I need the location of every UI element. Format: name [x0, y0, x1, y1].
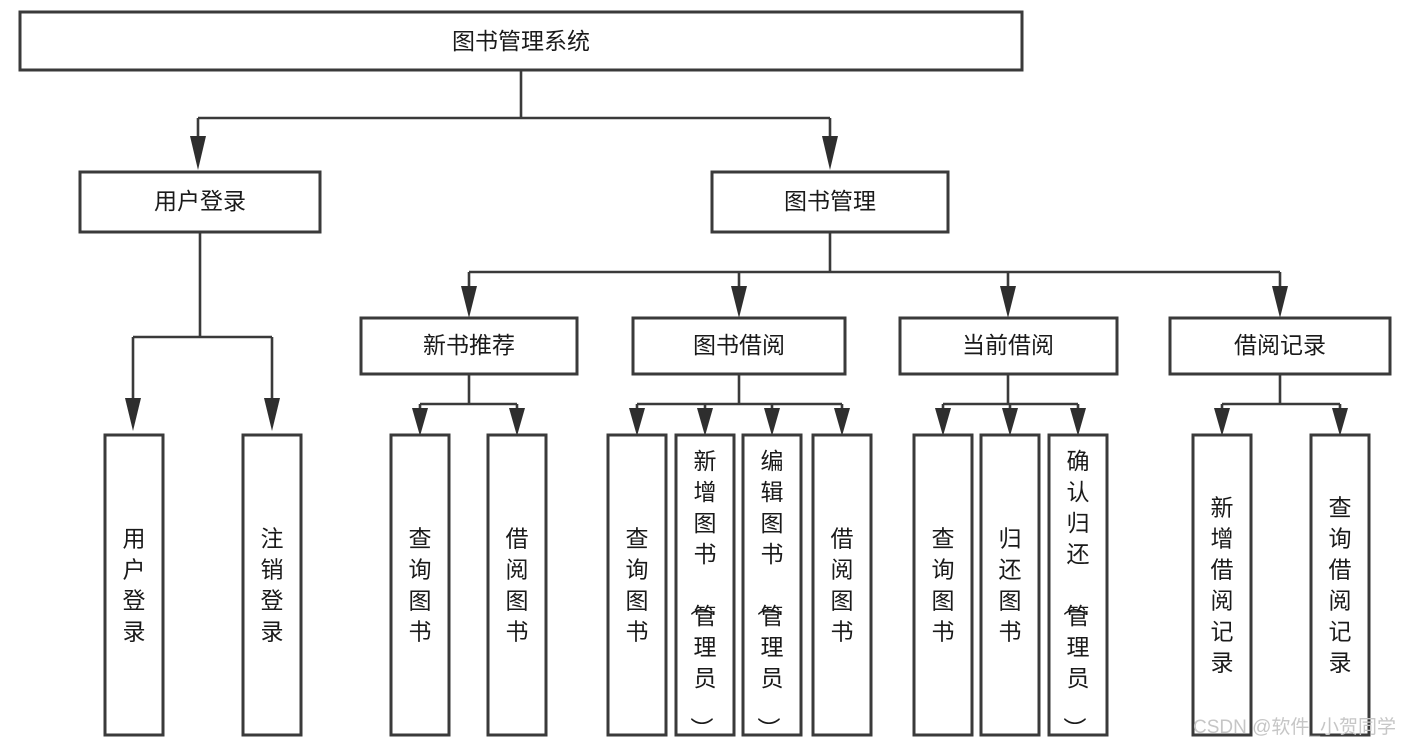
arrow-head-icon [461, 286, 477, 318]
arrow-head-icon [629, 408, 645, 436]
leaf-label-query-borrow-record: 查询借阅记录 [1329, 495, 1352, 676]
arrow-head-icon [1214, 408, 1230, 436]
leaf-label-confirm-return: 确认归还（管理员） [1062, 448, 1090, 740]
connector-layer [125, 70, 1348, 436]
arrow-head-icon [190, 136, 206, 170]
arrow-head-icon [1002, 408, 1018, 436]
leaf-label-query-book-2: 查询图书 [626, 526, 649, 645]
leaf-node[interactable]: 编辑图书（管理员） [741, 433, 803, 740]
leaf-node[interactable]: 新增图书（管理员） [674, 433, 736, 740]
leaf-label-user-login: 用户登录 [123, 526, 146, 645]
node-box-current-borrow[interactable] [898, 316, 1119, 376]
node-book-borrow[interactable]: 图书借阅 [631, 316, 847, 376]
leaf-node[interactable]: 注销登录 [241, 433, 303, 737]
leaf-label-add-borrow-record: 新增借阅记录 [1211, 495, 1234, 676]
arrow-head-icon [834, 408, 850, 436]
leaf-node[interactable]: 查询图书 [606, 433, 668, 737]
arrow-head-icon [1070, 408, 1086, 436]
arrow-head-icon [1332, 408, 1348, 436]
leaf-node[interactable]: 借阅图书 [486, 433, 548, 737]
leaf-box-query-book-1[interactable] [389, 433, 451, 737]
node-box-root[interactable] [18, 10, 1024, 72]
leaf-node[interactable]: 借阅图书 [811, 433, 873, 737]
node-borrow-record[interactable]: 借阅记录 [1168, 316, 1392, 376]
node-label-user-login: 用户登录 [154, 188, 246, 214]
arrow-head-icon [509, 408, 525, 436]
arrow-head-icon [822, 136, 838, 170]
leaf-label-borrow-book-1: 借阅图书 [506, 526, 529, 645]
leaf-node[interactable]: 确认归还（管理员） [1047, 433, 1109, 740]
arrow-head-icon [935, 408, 951, 436]
node-book-management[interactable]: 图书管理 [710, 170, 950, 234]
leaf-box-logout[interactable] [241, 433, 303, 737]
node-label-root: 图书管理系统 [452, 28, 590, 54]
leaf-node[interactable]: 归还图书 [979, 433, 1041, 737]
node-label-new-book-recommend: 新书推荐 [423, 332, 515, 358]
leaf-node[interactable]: 查询借阅记录 [1309, 433, 1371, 737]
leaf-box-query-book-3[interactable] [912, 433, 974, 737]
arrow-head-icon [697, 408, 713, 436]
node-label-borrow-record: 借阅记录 [1234, 332, 1326, 358]
arrow-head-icon [1272, 286, 1288, 318]
node-box-new-book-recommend[interactable] [359, 316, 579, 376]
leaf-box-add-borrow-record[interactable] [1191, 433, 1253, 737]
node-box-book-borrow[interactable] [631, 316, 847, 376]
leaf-label-edit-book: 编辑图书（管理员） [756, 448, 784, 740]
leaf-node[interactable]: 查询图书 [912, 433, 974, 737]
leaf-node[interactable]: 用户登录 [103, 433, 165, 737]
arrow-head-icon [764, 408, 780, 436]
node-box-borrow-record[interactable] [1168, 316, 1392, 376]
node-label-book-borrow: 图书借阅 [693, 332, 785, 358]
leaf-node[interactable]: 查询图书 [389, 433, 451, 737]
leaf-box-edit-book[interactable] [741, 433, 803, 737]
watermark-label: CSDN @软件_小贺同学 [1193, 716, 1396, 738]
arrow-head-icon [412, 408, 428, 436]
leaf-label-borrow-book-2: 借阅图书 [831, 526, 854, 645]
node-label-current-borrow: 当前借阅 [962, 332, 1054, 358]
leaf-label-return-book: 归还图书 [999, 526, 1022, 645]
leaf-box-query-book-2[interactable] [606, 433, 668, 737]
leaf-box-return-book[interactable] [979, 433, 1041, 737]
leaf-box-confirm-return[interactable] [1047, 433, 1109, 737]
node-new-book-recommend[interactable]: 新书推荐 [359, 316, 579, 376]
arrow-head-icon [125, 398, 141, 431]
arrow-head-icon [1000, 286, 1016, 318]
leaf-label-add-book: 新增图书（管理员） [689, 448, 717, 740]
arrow-head-icon [731, 286, 747, 318]
node-box-user-login[interactable] [78, 170, 322, 234]
leaf-node[interactable]: 新增借阅记录 [1191, 433, 1253, 737]
node-current-borrow[interactable]: 当前借阅 [898, 316, 1119, 376]
leaf-box-borrow-book-2[interactable] [811, 433, 873, 737]
node-box-book-management[interactable] [710, 170, 950, 234]
node-label-book-management: 图书管理 [784, 188, 876, 214]
leaf-box-add-book[interactable] [674, 433, 736, 737]
leaf-label-query-book-3: 查询图书 [932, 526, 955, 645]
node-root-system[interactable]: 图书管理系统 [18, 10, 1024, 72]
leaf-label-query-book-1: 查询图书 [409, 526, 432, 645]
leaf-box-query-borrow-record[interactable] [1309, 433, 1371, 737]
leaf-box-user-login[interactable] [103, 433, 165, 737]
node-user-login[interactable]: 用户登录 [78, 170, 322, 234]
leaf-box-borrow-book-1[interactable] [486, 433, 548, 737]
leaf-label-logout: 注销登录 [261, 526, 284, 645]
arrow-head-icon [264, 398, 280, 431]
